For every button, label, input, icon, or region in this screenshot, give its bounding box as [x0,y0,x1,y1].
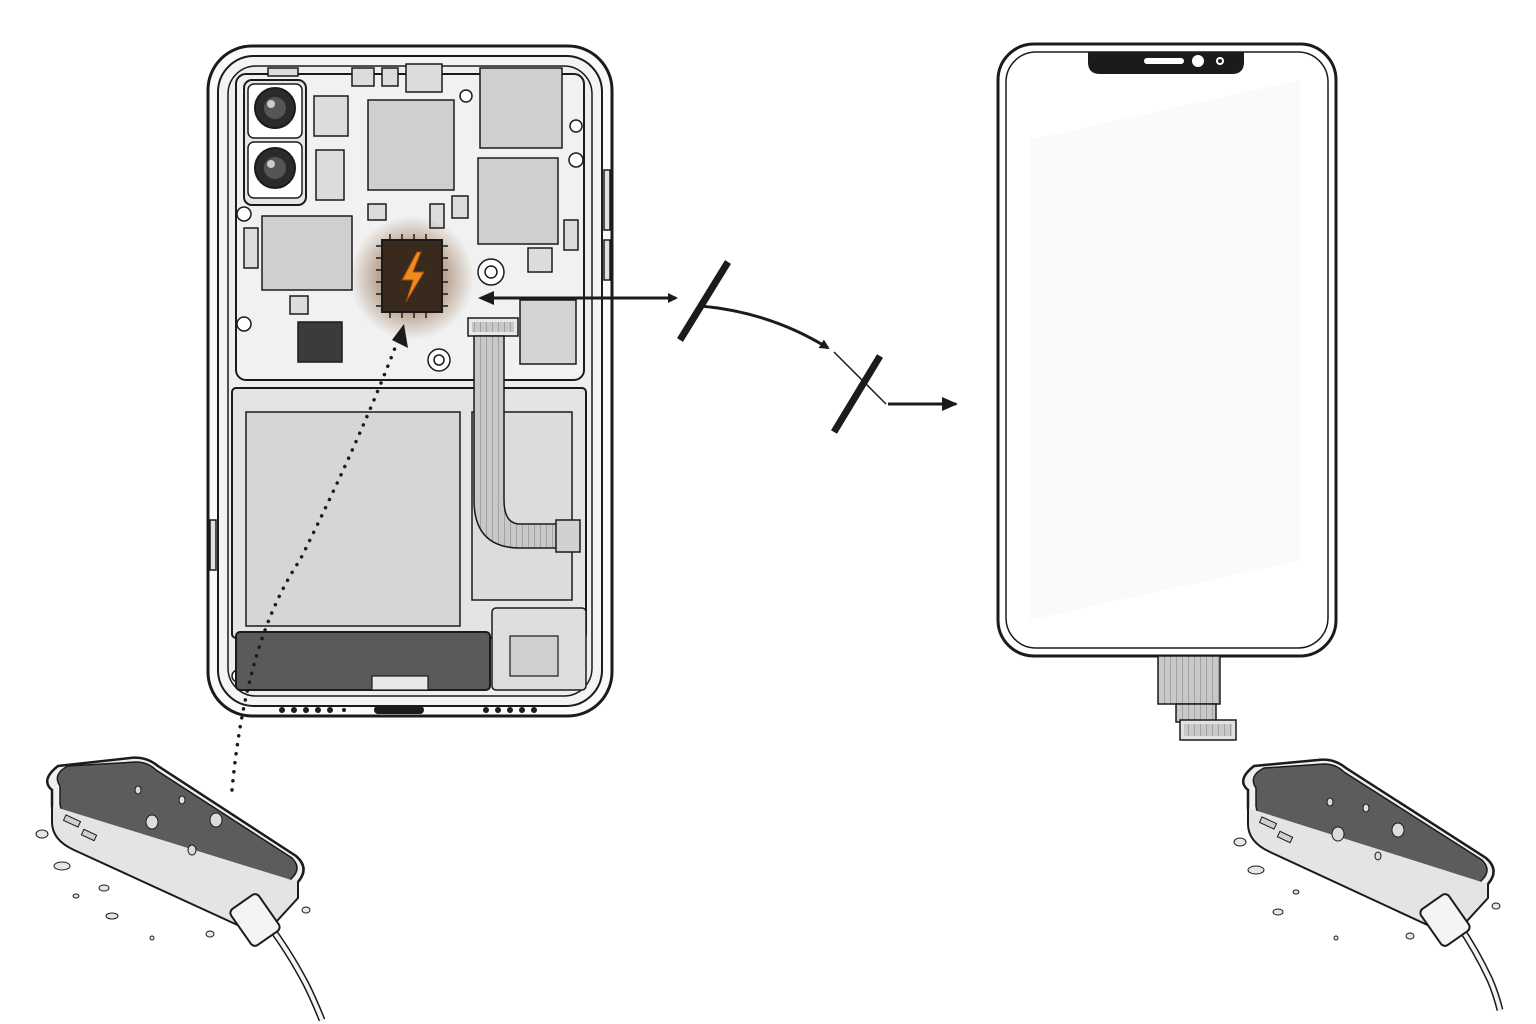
battery [231,387,587,639]
lightning-bolt-icon [401,251,425,303]
bottom-module [235,607,587,691]
burnt-power-chip [350,216,474,340]
break-slash-1 [677,260,731,342]
double-arrow-left-head [478,291,494,305]
curved-link [699,304,830,350]
arrowhead-icon [392,324,408,348]
battery-flex-cable [473,335,581,553]
charging-cable-right [1419,893,1504,1011]
replacement-display [996,42,1338,741]
display-flex-cable [1157,655,1237,741]
camera-module [243,79,307,206]
thin-link [833,351,887,405]
break-slash-2 [831,354,883,434]
charging-cable-left [229,893,326,1022]
disassembled-phone [206,44,614,718]
dotted-path [230,324,408,792]
broken-connection [478,260,958,434]
wet-charging-phone-right [1233,758,1504,1011]
wet-charging-phone-left [35,756,326,1022]
bottom-ports [279,706,537,714]
